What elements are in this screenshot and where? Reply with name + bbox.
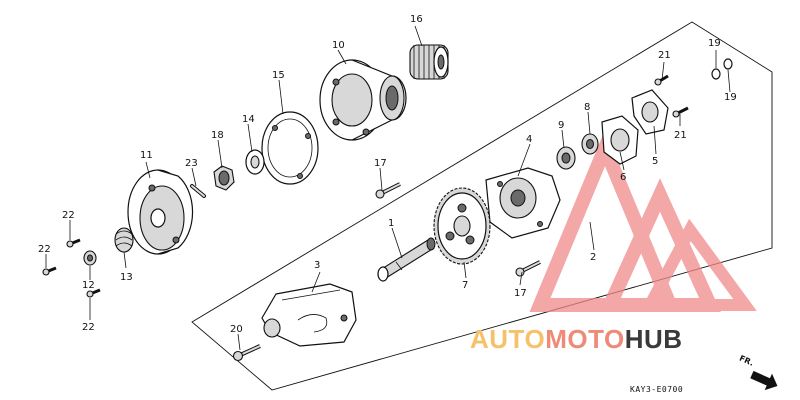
label-10: 10 xyxy=(332,40,345,51)
leader-lines xyxy=(45,25,731,351)
watermark-text: AUTOMOTOHUB xyxy=(470,324,683,354)
label-19-upper: 19 xyxy=(708,38,721,49)
part-15-gasket xyxy=(261,111,319,185)
label-13: 13 xyxy=(120,272,133,283)
part-8-collar xyxy=(581,133,599,155)
label-20: 20 xyxy=(230,324,243,335)
front-direction-indicator: FR. xyxy=(738,354,778,391)
bolt-22-c xyxy=(86,288,101,298)
label-2: 2 xyxy=(590,252,596,263)
bolt-21-upper xyxy=(654,74,669,86)
label-17-upper: 17 xyxy=(374,158,387,169)
label-22-a: 22 xyxy=(62,210,75,221)
part-14-washer xyxy=(245,149,265,175)
label-22-b: 22 xyxy=(38,244,51,255)
label-5: 5 xyxy=(652,156,658,167)
assembly-frame xyxy=(191,21,773,391)
part-13-spring xyxy=(114,227,134,253)
part-18-nut xyxy=(213,165,235,191)
label-18: 18 xyxy=(211,130,224,141)
diagram-code: KAY3-E0700 xyxy=(630,385,683,394)
label-9: 9 xyxy=(558,120,564,131)
part-10-pump-cover xyxy=(319,59,407,141)
part-1-shaft xyxy=(377,237,436,282)
part-23-pin xyxy=(190,184,206,198)
part-5-cover-plate xyxy=(631,89,669,135)
fr-label: FR. xyxy=(738,354,755,368)
label-14: 14 xyxy=(242,114,255,125)
label-3: 3 xyxy=(314,260,320,271)
part-6-gasket-plate xyxy=(601,115,639,165)
label-17-lower: 17 xyxy=(514,288,527,299)
washers-19 xyxy=(711,58,733,80)
label-22-c: 22 xyxy=(82,322,95,333)
label-23: 23 xyxy=(185,158,198,169)
label-8: 8 xyxy=(584,102,590,113)
part-4-pump-body xyxy=(485,167,561,239)
bolt-17-upper xyxy=(375,182,401,199)
part-7-driven-gear xyxy=(433,187,491,265)
bolt-21-lower xyxy=(672,106,689,118)
part-11-housing xyxy=(127,169,194,255)
bolt-20 xyxy=(232,344,261,362)
washer-12 xyxy=(83,250,97,266)
watermark-logo xyxy=(529,129,757,312)
label-4: 4 xyxy=(526,134,532,145)
label-21-upper: 21 xyxy=(658,50,671,61)
part-9-bushing xyxy=(556,146,576,170)
watermark-hub: HUB xyxy=(625,324,683,354)
bolt-17-lower xyxy=(515,260,541,277)
fr-arrow-icon xyxy=(750,370,778,391)
label-16: 16 xyxy=(410,14,423,25)
label-11: 11 xyxy=(140,150,153,161)
bolt-22-b xyxy=(42,266,57,276)
label-19-lower: 19 xyxy=(724,92,737,103)
part-3-lower-housing xyxy=(261,283,357,347)
label-12: 12 xyxy=(82,280,95,291)
part-16-drive-gear xyxy=(409,44,449,80)
watermark-auto: AUTO xyxy=(470,324,545,354)
label-7: 7 xyxy=(462,280,468,291)
label-1: 1 xyxy=(388,218,394,229)
label-21-lower: 21 xyxy=(674,130,687,141)
watermark-moto: MOTO xyxy=(545,324,625,354)
label-15: 15 xyxy=(272,70,285,81)
bolt-22-a xyxy=(66,238,81,248)
label-6: 6 xyxy=(620,172,626,183)
